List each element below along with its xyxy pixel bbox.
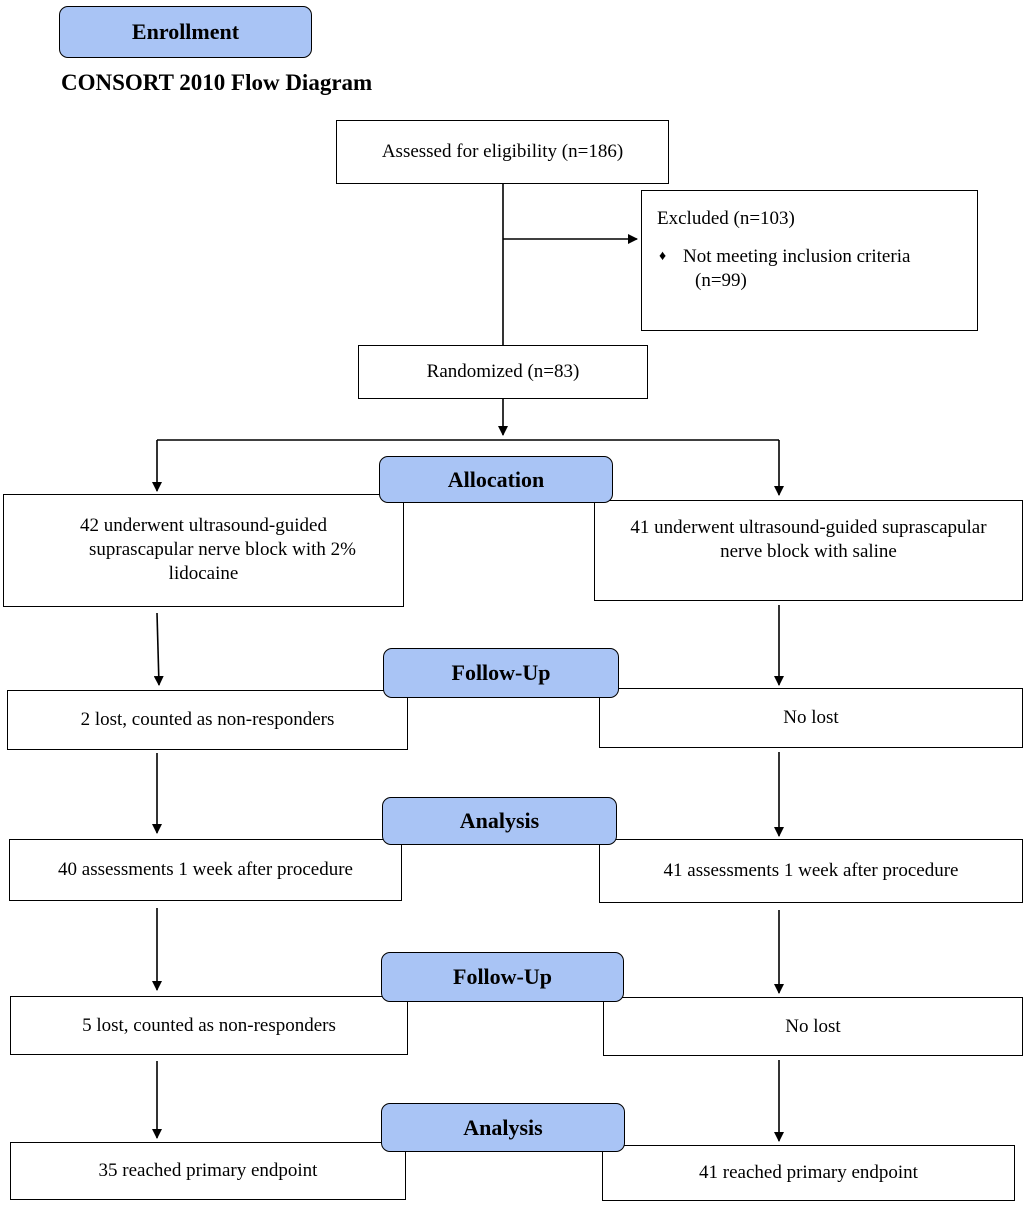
box-right-follow-up-1: No lost <box>599 688 1023 748</box>
box-randomized: Randomized (n=83) <box>358 345 648 399</box>
box-left-analysis-2: 35 reached primary endpoint <box>10 1142 406 1200</box>
stage-allocation: Allocation <box>379 456 613 503</box>
stage-analysis-2: Analysis <box>381 1103 625 1152</box>
box-right-analysis-2: 41 reached primary endpoint <box>602 1145 1015 1201</box>
stage-follow-up-1: Follow-Up <box>383 648 619 698</box>
left-allocation-line1: 42 underwent ultrasound-guided <box>80 515 327 536</box>
box-left-allocation: 42 underwent ultrasound-guided suprascap… <box>3 494 404 607</box>
excluded-criteria-line2: (n=99) <box>695 270 747 291</box>
box-right-follow-up-2: No lost <box>603 997 1023 1056</box>
diagram-title: CONSORT 2010 Flow Diagram <box>61 70 373 95</box>
excluded-criteria-item: ♦ Not meeting inclusion criteria (n=99) <box>657 245 977 293</box>
right-allocation-line1: 41 underwent ultrasound-guided suprascap… <box>630 517 987 538</box>
excluded-criteria-line1: Not meeting inclusion criteria <box>683 246 911 267</box>
arrow-left-allocation-to-followup <box>153 612 164 686</box>
box-right-analysis-1: 41 assessments 1 week after procedure <box>599 839 1023 903</box>
stage-enrollment: Enrollment <box>59 6 312 58</box>
box-left-follow-up-1: 2 lost, counted as non-responders <box>7 690 408 750</box>
box-left-analysis-1: 40 assessments 1 week after procedure <box>9 839 402 901</box>
diamond-bullet-icon: ♦ <box>659 249 667 264</box>
left-allocation-line3: lidocaine <box>168 563 239 584</box>
right-allocation-line2: nerve block with saline <box>720 541 897 562</box>
left-allocation-line2: suprascapular nerve block with 2% <box>89 539 356 560</box>
stage-follow-up-2: Follow-Up <box>381 952 624 1002</box>
stage-analysis-1: Analysis <box>382 797 617 845</box>
box-assessed-for-eligibility: Assessed for eligibility (n=186) <box>336 120 669 184</box>
excluded-title: Excluded (n=103) <box>657 208 795 229</box>
box-left-follow-up-2: 5 lost, counted as non-responders <box>10 996 408 1055</box>
box-right-allocation: 41 underwent ultrasound-guided suprascap… <box>594 500 1023 601</box>
box-excluded: Excluded (n=103) ♦ Not meeting inclusion… <box>641 190 978 331</box>
